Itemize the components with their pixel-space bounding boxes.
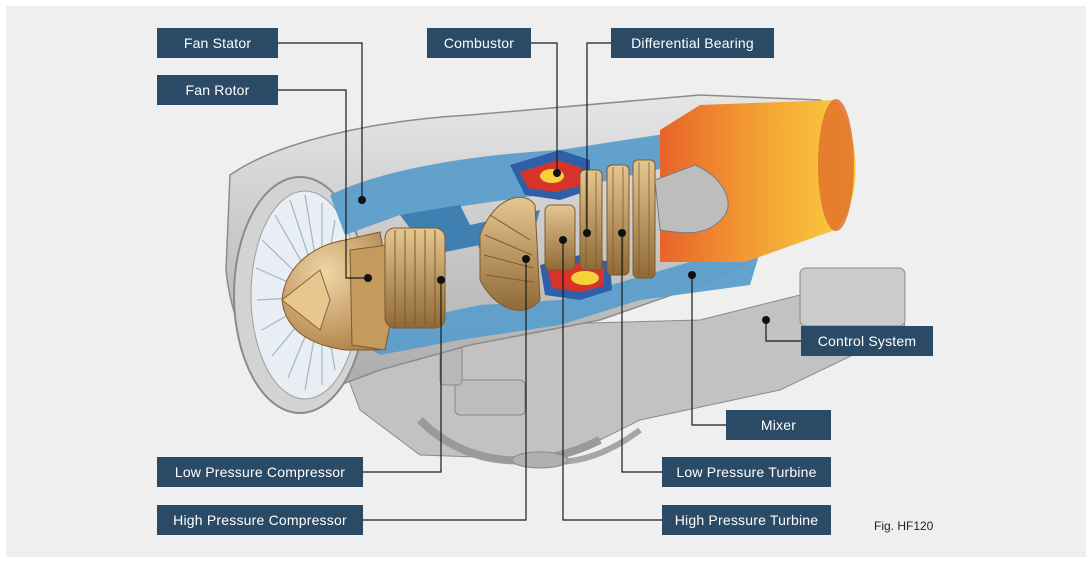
label-mixer: Mixer — [726, 410, 831, 440]
low-pressure-compressor — [384, 227, 446, 329]
label-low-pressure-turbine: Low Pressure Turbine — [662, 457, 831, 487]
label-high-pressure-turbine: High Pressure Turbine — [662, 505, 831, 535]
high-pressure-compressor — [479, 196, 541, 311]
fan-rotor-hub — [281, 231, 396, 351]
label-combustor: Combustor — [427, 28, 531, 58]
label-fan-rotor: Fan Rotor — [157, 75, 278, 105]
figure-caption: Fig. HF120 — [874, 519, 934, 533]
leader-lines — [278, 42, 801, 521]
label-control-system: Control System — [801, 326, 933, 356]
label-fan-stator: Fan Stator — [157, 28, 278, 58]
label-low-pressure-compressor: Low Pressure Compressor — [157, 457, 363, 487]
leader-dots — [358, 169, 770, 324]
label-differential-bearing: Differential Bearing — [611, 28, 774, 58]
exhaust-nozzle — [654, 99, 856, 262]
label-high-pressure-compressor: High Pressure Compressor — [157, 505, 363, 535]
turbine-stages — [544, 159, 656, 279]
